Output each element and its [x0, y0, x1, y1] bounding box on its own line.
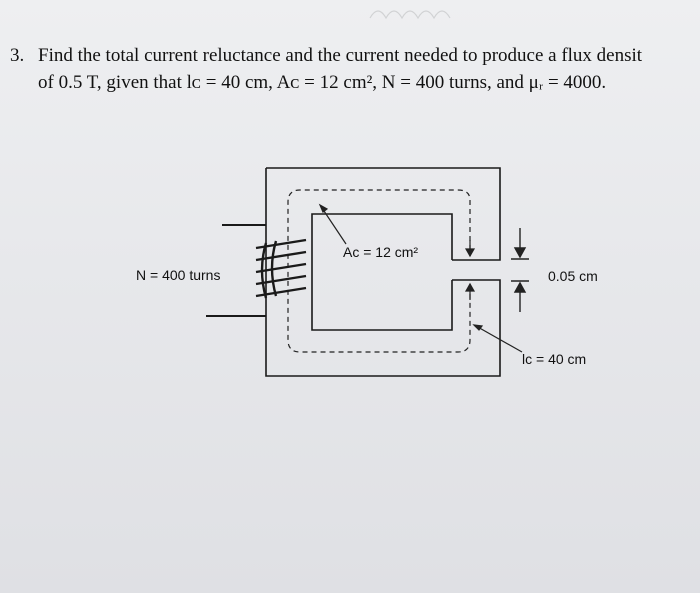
- problem-line-1: 3. Find the total current reluctance and …: [10, 42, 700, 69]
- gap-dimension-arrows: [511, 228, 529, 312]
- core-inner-outline: [311, 213, 453, 331]
- winding-leads: [206, 224, 266, 317]
- length-arrow: [472, 324, 523, 353]
- gap-label: 0.05 cm: [548, 268, 598, 284]
- problem-statement: 3. Find the total current reluctance and …: [10, 42, 700, 96]
- problem-line-2: of 0.5 T, given that lᴄ = 40 cm, Aᴄ = 12…: [38, 72, 607, 93]
- problem-text-1: Find the total current reluctance and th…: [38, 45, 643, 66]
- winding-coil: [255, 238, 307, 299]
- air-gap-edges: [452, 259, 480, 281]
- problem-number: 3.: [10, 45, 25, 66]
- area-label: Aᴄ = 12 cm²: [343, 244, 419, 260]
- bleed-through-marks: [369, 10, 451, 20]
- length-label: lᴄ = 40 cm: [522, 351, 587, 367]
- core-outer-outline: [265, 167, 501, 377]
- area-arrow: [318, 203, 347, 245]
- gap-small-arrows: [464, 240, 476, 300]
- turns-label: N = 400 turns: [136, 267, 221, 283]
